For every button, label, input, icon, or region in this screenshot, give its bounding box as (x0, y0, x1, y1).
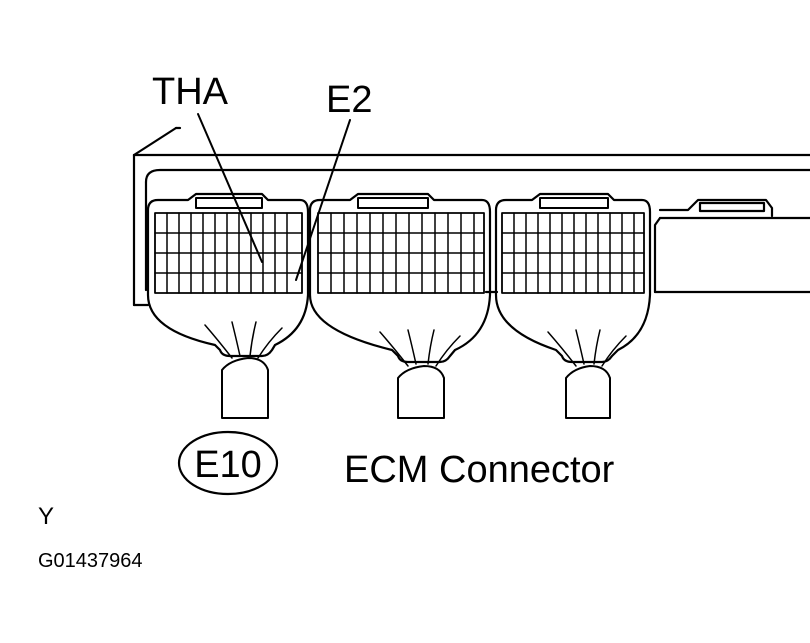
e2-pin-label: E2 (326, 79, 372, 121)
connector-plug-3 (494, 192, 652, 419)
connector-code-ellipse (177, 430, 279, 496)
tha-pin-label: THA (152, 71, 229, 113)
figure-id: G01437964 (38, 550, 143, 572)
empty-socket (653, 198, 810, 294)
e2-leader-line (295, 119, 351, 281)
ecm-housing (132, 126, 810, 307)
tha-leader-line (197, 113, 263, 263)
connector-plug-2 (308, 192, 492, 419)
connector-name-label: ECM Connector (344, 449, 615, 491)
connector-code-label: E10 (194, 444, 262, 486)
corner-mark: Y (38, 503, 54, 530)
connector-plug-1 (146, 192, 310, 419)
